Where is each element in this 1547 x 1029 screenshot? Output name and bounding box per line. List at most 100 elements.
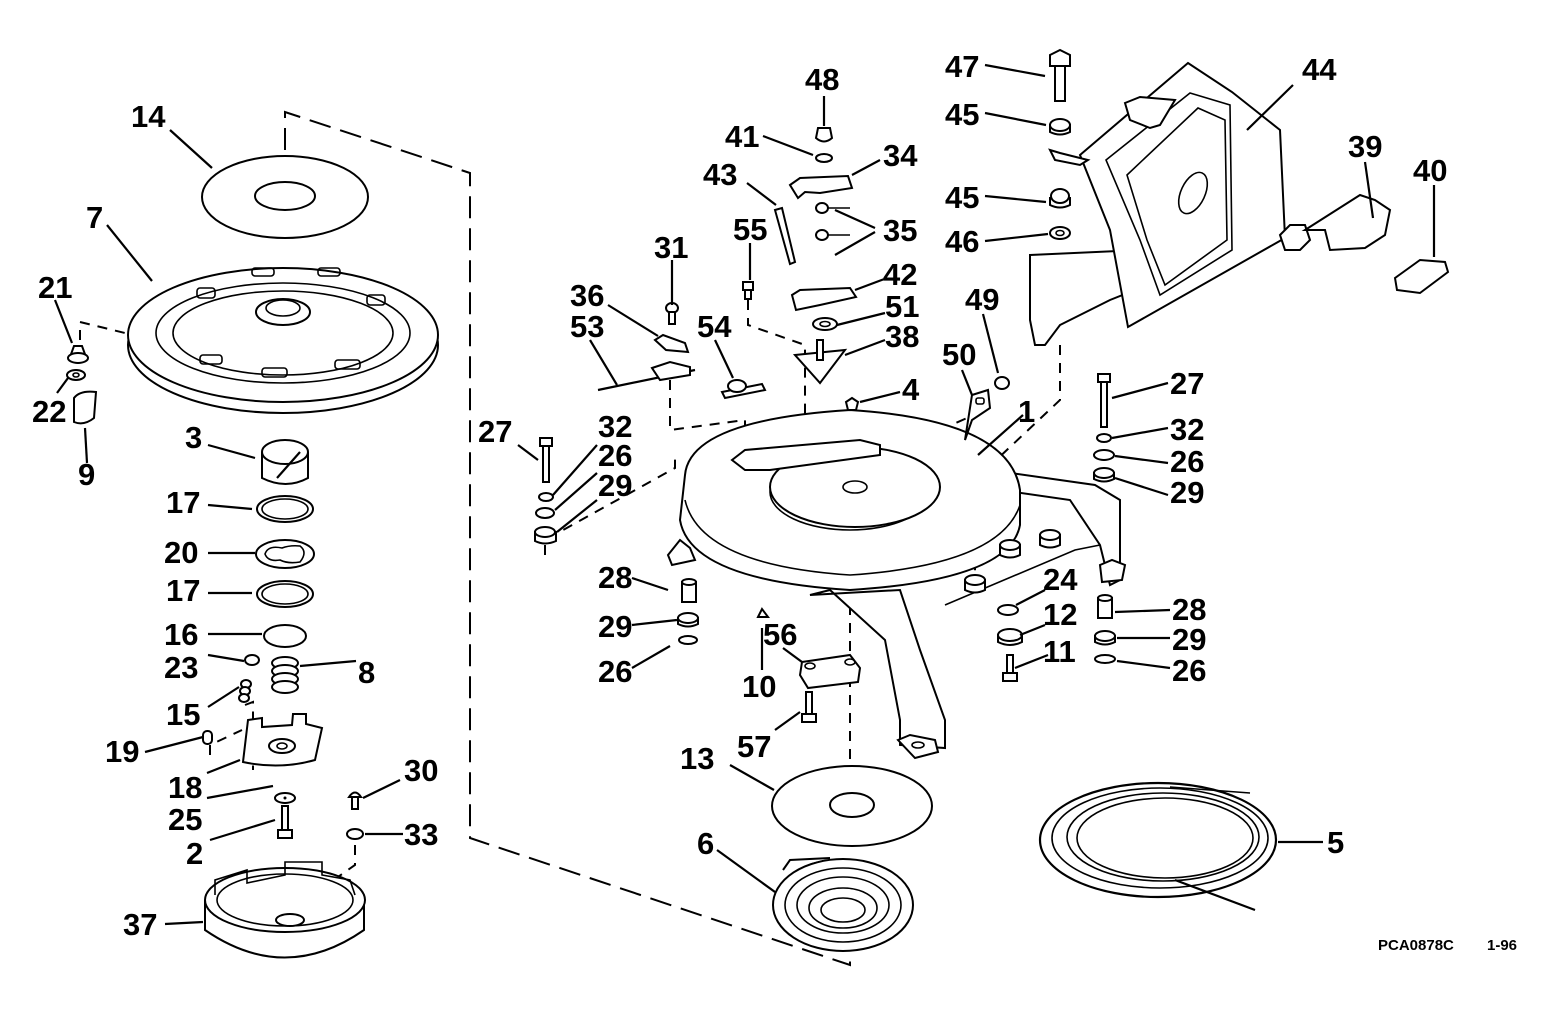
part-34-lever[interactable] [788,174,854,200]
part-49-screw[interactable] [994,376,1010,390]
part-43-pin[interactable] [773,206,797,266]
callout-13[interactable]: 13 [680,741,714,776]
part-36-clip[interactable] [653,333,690,354]
part-3-bushing[interactable] [261,439,309,485]
callout-32-left[interactable]: 32 [598,409,632,444]
part-57-screw[interactable] [801,691,817,723]
part-14-plate[interactable] [201,155,369,239]
part-6-rewind-spring[interactable] [772,857,914,952]
part-1-housing[interactable] [666,408,1127,760]
callout-42[interactable]: 42 [883,257,917,292]
part-33-nut[interactable] [346,828,364,840]
part-12-grommet[interactable] [997,628,1023,646]
callout-9[interactable]: 9 [78,457,95,492]
callout-2[interactable]: 2 [186,836,203,871]
callout-8[interactable]: 8 [358,655,375,690]
callout-29-left[interactable]: 29 [598,468,632,503]
callout-21[interactable]: 21 [38,270,72,305]
part-29-grommet-right-lower[interactable] [1094,630,1116,646]
part-26-washer-right-lower[interactable] [1094,654,1116,664]
part-48-nut[interactable] [814,127,834,143]
callout-49[interactable]: 49 [965,282,999,317]
part-26-washer-left[interactable] [535,507,555,519]
callout-56[interactable]: 56 [763,617,797,652]
callout-36[interactable]: 36 [570,278,604,313]
part-11-screw[interactable] [1002,654,1018,682]
callout-23[interactable]: 23 [164,650,198,685]
callout-11[interactable]: 11 [1043,634,1076,669]
callout-10[interactable]: 10 [742,669,776,704]
part-29-grommet-right[interactable] [1093,467,1115,483]
callout-26-left[interactable]: 26 [598,438,632,473]
callout-41[interactable]: 41 [725,119,759,154]
callout-22[interactable]: 22 [32,394,66,429]
callout-26-right-lower[interactable]: 26 [1172,653,1206,688]
part-8-spring[interactable] [271,656,299,694]
callout-30[interactable]: 30 [404,753,438,788]
callout-35[interactable]: 35 [883,213,917,248]
part-2-screw[interactable] [277,805,293,839]
callout-6[interactable]: 6 [697,826,714,861]
callout-5[interactable]: 5 [1327,825,1344,860]
callout-39[interactable]: 39 [1348,129,1382,164]
callout-43[interactable]: 43 [703,157,737,192]
callout-33[interactable]: 33 [404,817,438,852]
part-20-wave-washer[interactable] [255,539,315,569]
callout-3[interactable]: 3 [185,420,202,455]
callout-32-right[interactable]: 32 [1170,412,1204,447]
part-23-cap[interactable] [244,654,260,666]
part-15-spring[interactable] [238,679,252,703]
callout-24[interactable]: 24 [1043,562,1078,597]
callout-17-lower[interactable]: 17 [166,573,200,608]
part-56-rope-guide[interactable] [798,653,862,690]
part-55-screw[interactable] [742,281,754,300]
part-38-bracket[interactable] [792,339,848,385]
callout-38[interactable]: 38 [885,319,919,354]
callout-34[interactable]: 34 [883,138,918,173]
callout-16[interactable]: 16 [164,617,198,652]
part-24-washer[interactable] [997,604,1019,616]
callout-50[interactable]: 50 [942,337,976,372]
part-45-grommet-upper[interactable] [1049,118,1071,136]
part-21-nut[interactable] [67,345,89,364]
callout-31[interactable]: 31 [654,230,688,265]
part-39-handle[interactable] [1278,193,1392,252]
part-27-screw-right[interactable] [1097,373,1111,428]
callout-26-left-lower[interactable]: 26 [598,654,632,689]
part-31-screw[interactable] [665,302,679,325]
part-16-retaining-ring[interactable] [263,624,307,648]
callout-19[interactable]: 19 [105,734,139,769]
part-29-grommet-left-lower[interactable] [677,612,699,628]
part-54-plunger[interactable] [720,379,767,400]
callout-45-upper[interactable]: 45 [945,97,979,132]
callout-4[interactable]: 4 [902,372,920,407]
callout-12[interactable]: 12 [1043,597,1077,632]
part-35-springs[interactable] [815,202,850,241]
part-7-pulley[interactable] [127,267,439,414]
callout-29-right-lower[interactable]: 29 [1172,622,1206,657]
callout-29-right[interactable]: 29 [1170,475,1204,510]
callout-20[interactable]: 20 [164,535,198,570]
part-47-bolt[interactable] [1049,48,1071,102]
part-42-lever[interactable] [790,286,858,312]
callout-29-left-lower[interactable]: 29 [598,609,632,644]
part-50-clamp[interactable] [964,388,992,441]
callout-27-left[interactable]: 27 [478,414,512,449]
callout-26-right[interactable]: 26 [1170,444,1204,479]
part-19-pin[interactable] [202,730,213,745]
callout-46[interactable]: 46 [945,224,979,259]
part-13-lower-plate[interactable] [771,765,933,847]
callout-54[interactable]: 54 [697,309,732,344]
part-10-nut[interactable] [756,607,770,618]
part-9-tab[interactable] [73,390,98,425]
part-37-cup[interactable] [204,861,366,959]
callout-7[interactable]: 7 [86,200,103,235]
callout-1[interactable]: 1 [1018,394,1035,429]
callout-44[interactable]: 44 [1302,52,1337,87]
part-4-nut[interactable] [844,396,860,411]
callout-27-right[interactable]: 27 [1170,366,1204,401]
part-30-screw[interactable] [347,791,363,810]
part-29-grommet-left[interactable] [534,526,557,545]
callout-28-left[interactable]: 28 [598,560,632,595]
part-41-washer[interactable] [815,153,833,163]
